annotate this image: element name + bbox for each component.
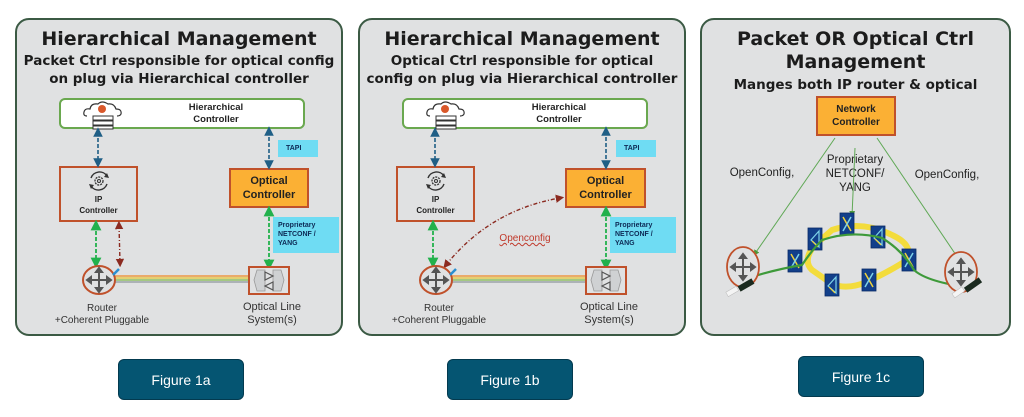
wss-node-icon — [870, 225, 886, 249]
ols-caption-line1: Optical Line — [242, 301, 302, 313]
optical-controller-label-line2: Controller — [579, 189, 632, 201]
optical-controller-box: Optical Controller — [565, 168, 646, 208]
router-left-icon — [725, 246, 760, 297]
ring-nodes — [787, 212, 917, 297]
figure-1a-subtitle-line1: Packet Ctrl responsible for optical conf… — [23, 53, 335, 69]
router-caption-line2: +Coherent Pluggable — [54, 315, 150, 326]
router-icon — [419, 265, 457, 295]
ols-caption-line2: System(s) — [584, 314, 634, 326]
center-label-line3: YANG — [839, 182, 871, 194]
figure-1c-title-line2: Management — [785, 51, 926, 73]
network-controller-label-line1: Network — [836, 104, 876, 115]
ols-caption-line2: System(s) — [247, 314, 297, 326]
figure-1c-title-line1: Packet OR Optical Ctrl — [736, 28, 975, 50]
fiber-bundle — [115, 275, 252, 283]
ols-caption-line1: Optical Line — [579, 301, 639, 313]
ip-controller-label-line1: IP — [431, 195, 440, 204]
hierarchical-controller-label-line1: Hierarchical — [188, 102, 244, 113]
proprietary-line1: Proprietary — [615, 222, 653, 229]
figure-1a-button[interactable]: Figure 1a — [118, 359, 244, 400]
ip-controller-label-line2: Controller — [79, 206, 118, 215]
cross-connect-node-icon — [839, 212, 855, 236]
ip-controller-box: IP Controller — [59, 166, 138, 222]
figure-1b-panel: Hierarchical Management Optical Ctrl res… — [358, 18, 686, 336]
center-label-line2: NETCONF/ — [825, 168, 885, 180]
network-controller-box: Network Controller — [816, 96, 896, 136]
wss-node-icon — [807, 227, 823, 251]
figure-1a-panel: Hierarchical Management Packet Ctrl resp… — [15, 18, 343, 336]
center-label-line1: Proprietary — [826, 154, 884, 166]
figure-1b-button[interactable]: Figure 1b — [447, 359, 573, 400]
hierarchical-controller-label-line1: Hierarchical — [531, 102, 587, 113]
tapi-label: TAPI — [616, 140, 656, 157]
figure-1a-title: Hierarchical Management — [41, 28, 317, 50]
pluggable-right-icon — [951, 277, 983, 299]
proprietary-netconf-label: Proprietary NETCONF / YANG — [273, 217, 339, 253]
hierarchical-controller-label-line2: Controller — [193, 114, 239, 125]
pluggable-icon — [449, 268, 457, 276]
router-caption-line1: Router — [423, 303, 454, 314]
figure-1c-button[interactable]: Figure 1c — [798, 356, 924, 397]
hierarchical-controller-box: Hierarchical Controller — [59, 98, 305, 130]
proprietary-center-label: Proprietary NETCONF/ YANG — [820, 153, 890, 195]
wss-node-icon — [824, 273, 840, 297]
network-controller-label-line2: Controller — [832, 117, 880, 128]
proprietary-line3: YANG — [278, 240, 298, 247]
openconfig-right-label: OpenConfig, — [914, 169, 980, 181]
proprietary-netconf-label: Proprietary NETCONF / YANG — [610, 217, 676, 253]
cloud-server-icon — [426, 101, 465, 130]
figure-1a-subtitle-line2: on plug via Hierarchical controller — [49, 71, 309, 87]
figure-1c-subtitle: Manges both IP router & optical — [733, 77, 978, 93]
cross-connect-node-icon — [861, 268, 877, 292]
figure-1b-subtitle-line1: Optical Ctrl responsible for optical — [390, 53, 654, 69]
cross-connect-node-icon — [901, 248, 917, 272]
gear-cycle-icon — [426, 171, 446, 191]
proprietary-line3: YANG — [615, 240, 635, 247]
ip-to-plug-link — [114, 220, 125, 268]
optical-line-system-icon — [248, 266, 290, 295]
router-right-icon — [944, 251, 983, 299]
ip-controller-label-line2: Controller — [416, 206, 455, 215]
figure-1c-panel: Packet OR Optical Ctrl Management Manges… — [700, 18, 1011, 336]
tapi-label: TAPI — [278, 140, 318, 157]
proprietary-line1: Proprietary — [278, 222, 316, 229]
router-icon — [82, 265, 120, 295]
proprietary-line2: NETCONF / — [615, 231, 653, 238]
cloud-server-icon — [83, 101, 122, 130]
hierarchical-controller-box: Hierarchical Controller — [402, 98, 648, 130]
proprietary-line2: NETCONF / — [278, 231, 316, 238]
optical-controller-box: Optical Controller — [229, 168, 309, 208]
pluggable-left-icon — [725, 278, 755, 297]
optical-controller-label-line2: Controller — [242, 189, 296, 201]
pluggable-icon — [112, 268, 120, 276]
gear-cycle-icon — [89, 171, 109, 191]
service-path — [741, 233, 973, 290]
ip-controller-box: IP Controller — [396, 166, 475, 222]
figure-1b-subtitle-line2: config on plug via Hierarchical controll… — [366, 71, 678, 87]
optical-line-system-icon — [585, 266, 627, 295]
ip-controller-label-line1: IP — [94, 195, 103, 204]
fiber-bundle — [452, 275, 589, 283]
router-caption-line1: Router — [86, 303, 117, 314]
openconfig-left-label: OpenConfig, — [729, 167, 795, 179]
router-caption-line2: +Coherent Pluggable — [391, 315, 487, 326]
openconfig-label: Openconfig — [499, 233, 551, 244]
optical-ring — [804, 223, 912, 290]
optical-controller-label-line1: Optical — [586, 175, 625, 187]
figure-1b-title: Hierarchical Management — [384, 28, 660, 50]
optical-controller-label-line1: Optical — [250, 175, 288, 187]
cross-connect-node-icon — [787, 249, 803, 273]
hierarchical-controller-label-line2: Controller — [536, 114, 582, 125]
